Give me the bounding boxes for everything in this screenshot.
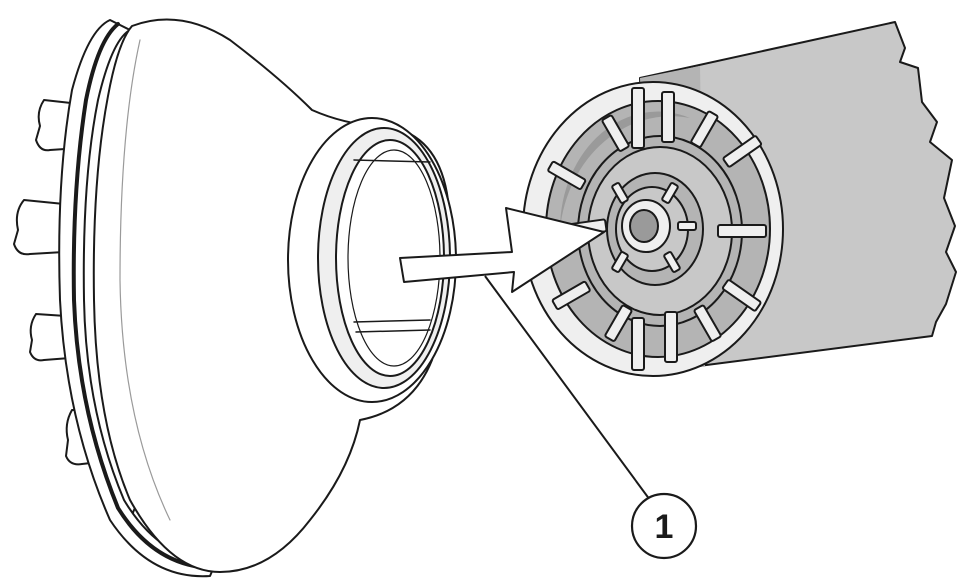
diffuser-rim-band (58, 19, 217, 578)
diffuser-attachment-icon (13, 18, 457, 578)
nozzle-inner-spokes (611, 182, 697, 273)
callout-1-leader (484, 275, 651, 501)
diffuser-inner-rib-top (353, 159, 431, 163)
nozzle-grille-spokes (547, 87, 767, 371)
callout-1-circle (630, 492, 698, 560)
diffuser-body-contour (119, 39, 171, 521)
hair-dryer-nozzle-icon (522, 21, 957, 377)
nozzle-hub-inner (629, 209, 659, 243)
callout-1-label: 1 (655, 508, 674, 546)
diffuser-inner-rib-bottom (353, 319, 431, 333)
diffuser-rim-groove (71, 22, 214, 570)
attach-direction-arrow-icon (399, 207, 605, 293)
